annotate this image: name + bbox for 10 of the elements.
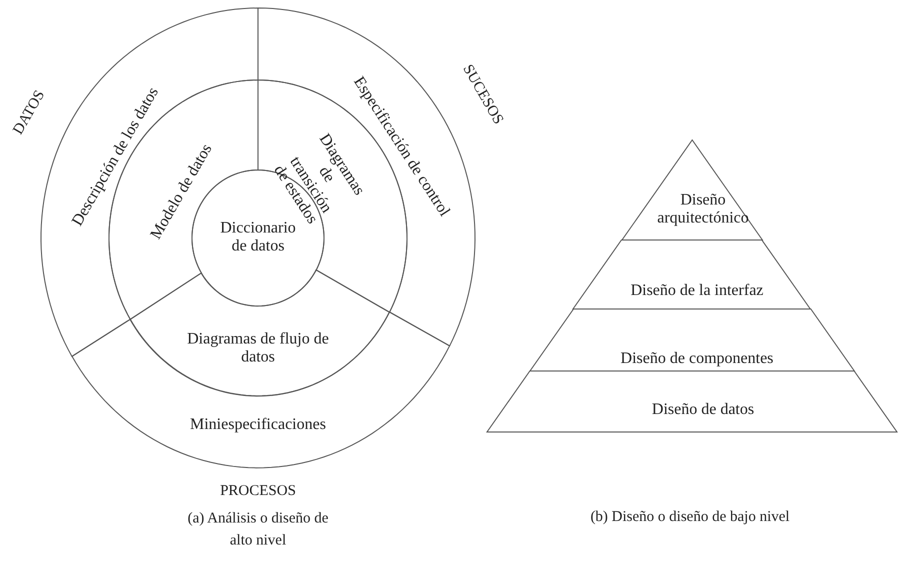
segment-label: Diseño de datos bbox=[650, 400, 756, 420]
category-label: PROCESOS bbox=[219, 482, 297, 502]
segment-label: Diagramas de flujo de datos bbox=[186, 330, 330, 368]
segment-label: Diseño arquitectónico bbox=[656, 192, 750, 228]
segment-label: Miniespecificaciones bbox=[189, 416, 327, 434]
segment-label: Diseño de la interfaz bbox=[630, 282, 764, 300]
segment-label: Diseño de componentes bbox=[620, 350, 774, 368]
figure-caption: (a) Análisis o diseño de alto nivel bbox=[186, 509, 330, 550]
figure-caption: (b) Diseño o diseño de bajo nivel bbox=[589, 508, 791, 528]
segment-label: Diccionario de datos bbox=[219, 220, 296, 256]
